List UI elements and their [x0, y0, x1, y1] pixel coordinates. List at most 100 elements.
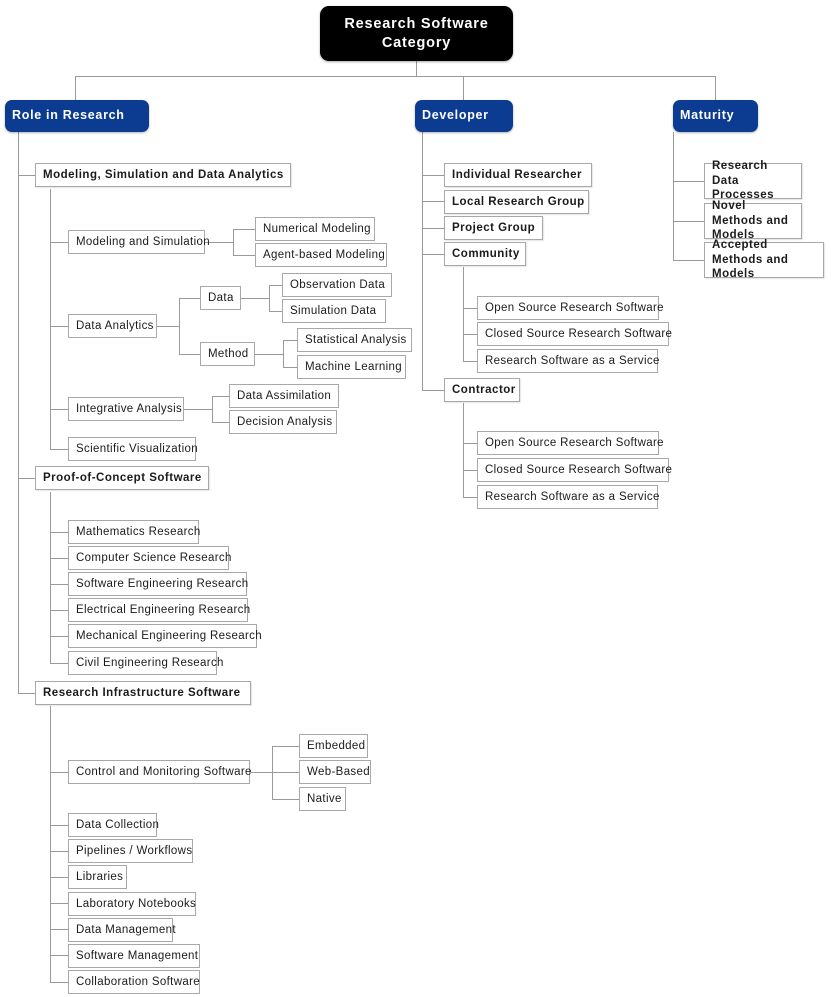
- root-node-research-software-category[interactable]: Research Software Category: [320, 6, 513, 61]
- connector-cms-child-1: [272, 746, 299, 747]
- node-project-group[interactable]: Project Group: [444, 216, 543, 240]
- node-data[interactable]: Data: [200, 286, 241, 310]
- node-statistical-analysis[interactable]: Statistical Analysis: [297, 328, 412, 352]
- node-software-management[interactable]: Software Management: [68, 944, 200, 968]
- category-label-developer: Developer: [422, 108, 489, 123]
- node-mathematics-research[interactable]: Mathematics Research: [68, 520, 200, 544]
- node-data-analytics[interactable]: Data Analytics: [68, 314, 157, 338]
- label-modeling-and-simulation: Modeling and Simulation: [76, 235, 210, 248]
- node-embedded[interactable]: Embedded: [299, 734, 368, 758]
- connector-ris-child-2: [50, 825, 68, 826]
- node-contractor-closed-source-research-software[interactable]: Closed Source Research Software: [477, 458, 673, 482]
- label-software-management: Software Management: [76, 949, 199, 962]
- node-community[interactable]: Community: [444, 242, 526, 266]
- connector-ris-trunk: [50, 706, 51, 982]
- group-node-modeling-simulation-data-analytics[interactable]: Modeling, Simulation and Data Analytics: [35, 163, 291, 187]
- connector-root-bus: [75, 76, 716, 77]
- connector-dev-child-5: [422, 390, 444, 391]
- group-label-modeling-simulation-data-analytics: Modeling, Simulation and Data Analytics: [43, 168, 284, 181]
- label-contractor: Contractor: [452, 383, 516, 396]
- node-software-engineering-research[interactable]: Software Engineering Research: [68, 572, 248, 596]
- label-laboratory-notebooks: Laboratory Notebooks: [76, 897, 197, 910]
- node-local-research-group[interactable]: Local Research Group: [444, 190, 589, 214]
- category-node-role-in-research[interactable]: Role in Research: [5, 100, 149, 132]
- node-contractor-research-software-as-a-service[interactable]: Research Software as a Service: [477, 485, 660, 509]
- connector-to-developer: [463, 76, 464, 100]
- node-data-collection[interactable]: Data Collection: [68, 813, 159, 837]
- connector-ris-child-1: [50, 772, 68, 773]
- node-data-assimilation[interactable]: Data Assimilation: [229, 384, 339, 408]
- node-electrical-engineering-research[interactable]: Electrical Engineering Research: [68, 598, 250, 622]
- connector-contractor-trunk: [463, 403, 464, 497]
- connector-method-child-2: [283, 367, 297, 368]
- label-agent-based-modeling: Agent-based Modeling: [263, 248, 386, 261]
- node-simulation-data[interactable]: Simulation Data: [282, 299, 386, 323]
- node-decision-analysis[interactable]: Decision Analysis: [229, 410, 337, 434]
- node-control-and-monitoring-software[interactable]: Control and Monitoring Software: [68, 760, 252, 784]
- connector-ris-child-6: [50, 929, 68, 930]
- connector-poc-child-1: [50, 532, 68, 533]
- node-pipelines-workflows[interactable]: Pipelines / Workflows: [68, 839, 193, 863]
- label-mechanical-engineering-research: Mechanical Engineering Research: [76, 629, 263, 642]
- label-novel-methods-and-models: Novel Methods and Models: [712, 200, 789, 242]
- label-local-research-group: Local Research Group: [452, 195, 585, 208]
- node-method[interactable]: Method: [200, 342, 255, 366]
- label-civil-engineering-research: Civil Engineering Research: [76, 656, 224, 669]
- node-collaboration-software[interactable]: Collaboration Software: [68, 970, 200, 994]
- label-statistical-analysis: Statistical Analysis: [305, 333, 407, 346]
- node-contractor-open-source-research-software[interactable]: Open Source Research Software: [477, 431, 664, 455]
- label-data-analytics: Data Analytics: [76, 319, 154, 332]
- connector-method-child-1: [283, 340, 297, 341]
- connector-contractor-child-2: [463, 470, 477, 471]
- node-community-research-software-as-a-service[interactable]: Research Software as a Service: [477, 349, 659, 373]
- connector-ia-bus: [212, 396, 213, 422]
- label-contractor-closed-source-research-software: Closed Source Research Software: [485, 463, 673, 476]
- connector-da-out: [157, 326, 179, 327]
- connector-ris-child-3: [50, 851, 68, 852]
- node-mechanical-engineering-research[interactable]: Mechanical Engineering Research: [68, 624, 263, 648]
- node-novel-methods-and-models[interactable]: Novel Methods and Models: [704, 200, 802, 241]
- node-libraries[interactable]: Libraries: [68, 865, 127, 889]
- node-modeling-and-simulation[interactable]: Modeling and Simulation: [68, 230, 210, 254]
- label-community-closed-source-research-software: Closed Source Research Software: [485, 327, 673, 340]
- connector-ris-child-5: [50, 903, 68, 904]
- connector-dev-child-4: [422, 254, 444, 255]
- connector-ms-bus: [233, 229, 234, 255]
- connector-poc-child-5: [50, 636, 68, 637]
- group-node-research-infrastructure-software[interactable]: Research Infrastructure Software: [35, 681, 251, 705]
- node-agent-based-modeling[interactable]: Agent-based Modeling: [255, 243, 387, 267]
- node-native[interactable]: Native: [299, 787, 346, 811]
- node-research-data-processes[interactable]: Research Data Processes: [704, 160, 802, 201]
- connector-data-bus: [269, 285, 270, 311]
- connector-cms-child-3: [272, 799, 299, 800]
- node-contractor[interactable]: Contractor: [444, 378, 520, 402]
- node-computer-science-research[interactable]: Computer Science Research: [68, 546, 231, 570]
- connector-msda-trunk: [50, 189, 51, 449]
- label-individual-researcher: Individual Researcher: [452, 168, 583, 181]
- connector-msda-child-4: [50, 449, 68, 450]
- node-civil-engineering-research[interactable]: Civil Engineering Research: [68, 651, 224, 675]
- connector-poc-child-2: [50, 558, 68, 559]
- label-machine-learning: Machine Learning: [305, 360, 403, 373]
- connector-ia-out: [184, 409, 212, 410]
- label-control-and-monitoring-software: Control and Monitoring Software: [76, 765, 252, 778]
- connector-poc-child-3: [50, 584, 68, 585]
- node-individual-researcher[interactable]: Individual Researcher: [444, 163, 592, 187]
- label-contractor-research-software-as-a-service: Research Software as a Service: [485, 490, 660, 503]
- category-node-developer[interactable]: Developer: [415, 100, 513, 132]
- node-integrative-analysis[interactable]: Integrative Analysis: [68, 397, 184, 421]
- node-laboratory-notebooks[interactable]: Laboratory Notebooks: [68, 892, 196, 916]
- connector-cms-child-2: [272, 772, 299, 773]
- node-scientific-visualization[interactable]: Scientific Visualization: [68, 437, 198, 461]
- node-web-based[interactable]: Web-Based: [299, 760, 371, 784]
- group-node-proof-of-concept-software[interactable]: Proof-of-Concept Software: [35, 466, 209, 490]
- category-node-maturity[interactable]: Maturity: [673, 100, 758, 132]
- node-machine-learning[interactable]: Machine Learning: [297, 355, 406, 379]
- node-numerical-modeling[interactable]: Numerical Modeling: [255, 217, 375, 241]
- node-data-management[interactable]: Data Management: [68, 918, 176, 942]
- node-observation-data[interactable]: Observation Data: [282, 273, 392, 297]
- connector-ia-child-2: [212, 422, 229, 423]
- node-community-closed-source-research-software[interactable]: Closed Source Research Software: [477, 322, 673, 346]
- node-accepted-methods-and-models[interactable]: Accepted Methods and Models: [704, 239, 824, 280]
- node-community-open-source-research-software[interactable]: Open Source Research Software: [477, 296, 664, 320]
